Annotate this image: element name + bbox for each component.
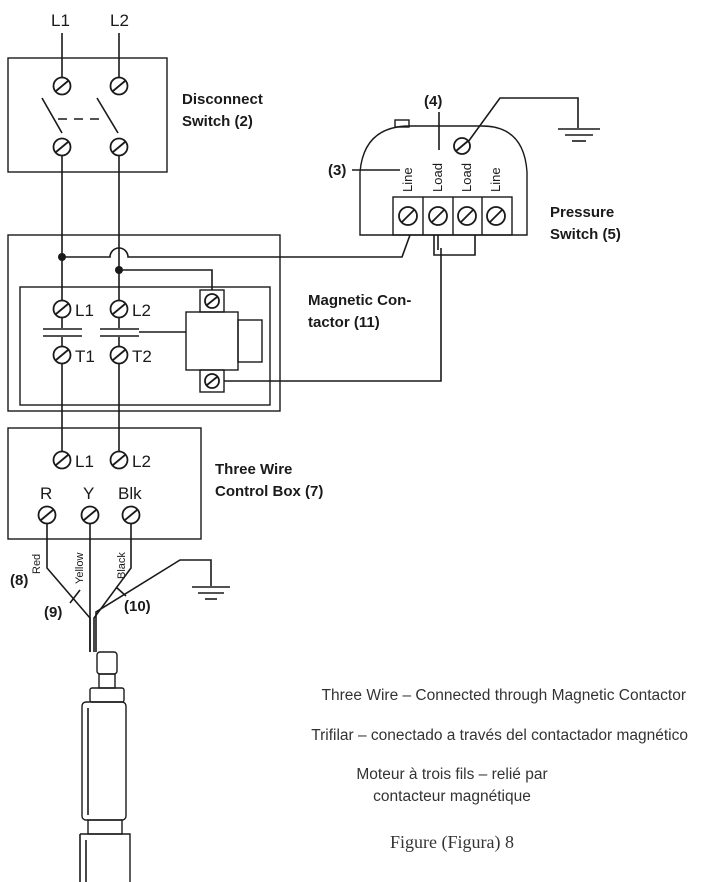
contactor-l1-label: L1 (75, 301, 94, 320)
callout-8: (8) (10, 572, 28, 589)
supply-l2-label: L2 (110, 11, 129, 30)
callout-4: (4) (424, 93, 442, 110)
pressure-ground-wire (467, 97, 579, 143)
disconnect-terminal-bottom-l2 (109, 137, 129, 157)
control-terminal-y (80, 505, 100, 525)
control-terminal-r (37, 505, 57, 525)
control-box-label-line1: Three Wire (215, 461, 292, 478)
control-box (7, 427, 202, 540)
wire-yellow-label: Yellow (74, 553, 86, 584)
motor-ground-wire (95, 559, 212, 652)
pressure-terminal-label-4: Line (488, 167, 503, 192)
pressure-terminal-label-2: Load (430, 163, 445, 192)
control-y-label: Y (83, 484, 94, 503)
wire-l2-to-coil (119, 269, 213, 290)
ground-symbol-pressure (558, 128, 600, 142)
contactor-t1-label: T1 (75, 347, 95, 366)
callout-3: (3) (328, 162, 346, 179)
pressure-terminal-label-3: Load (459, 163, 474, 192)
caption-french-line1: Moteur à trois fils – relié par (356, 766, 547, 783)
contactor-label-line1: Magnetic Con- (308, 292, 411, 309)
contactor-l2-label: L2 (132, 301, 151, 320)
wire-coil-to-pressure-load (224, 248, 442, 382)
control-terminal-l1 (52, 450, 72, 470)
contactor-terminal-l1 (52, 299, 72, 319)
disconnect-label-line2: Switch (2) (182, 113, 253, 130)
wire-red (46, 524, 91, 652)
coil-bottom-terminal (204, 373, 220, 389)
caption-spanish: Trifilar – conectado a través del contac… (311, 727, 688, 744)
wire-l1-to-pressure-line (62, 234, 411, 258)
contactor-terminal-t1 (52, 345, 72, 365)
control-terminal-blk (121, 505, 141, 525)
disconnect-label-line1: Disconnect (182, 91, 263, 108)
ground-symbol-motor (192, 586, 230, 600)
coil-top-terminal (204, 293, 220, 309)
disconnect-switch-box (7, 57, 168, 173)
disconnect-terminal-top-l1 (52, 76, 72, 96)
contactor-enclosure (7, 234, 281, 412)
control-l1-label: L1 (75, 452, 94, 471)
contactor-t2-label: T2 (132, 347, 152, 366)
disconnect-terminal-bottom-l1 (52, 137, 72, 157)
control-l2-label: L2 (132, 452, 151, 471)
control-blk-label: Blk (118, 484, 142, 503)
pressure-terminal-line-left (398, 206, 418, 226)
control-terminal-l2 (109, 450, 129, 470)
callout-9-leader (69, 589, 81, 604)
contactor-terminal-l2 (109, 299, 129, 319)
wire-black (93, 524, 132, 652)
contactor-label-line2: tactor (11) (308, 314, 380, 331)
pressure-terminal-load-1 (428, 206, 448, 226)
caption-french-line2: contacteur magnétique (373, 788, 531, 805)
callout-10: (10) (124, 598, 151, 615)
pressure-label-line2: Switch (5) (550, 226, 621, 243)
coil-body (185, 311, 239, 371)
pressure-switch-body (359, 125, 528, 236)
disconnect-blade-l1 (41, 97, 63, 134)
pressure-ground-screw (453, 137, 471, 155)
supply-l1-label: L1 (51, 11, 70, 30)
coil-core (237, 319, 263, 363)
contactor-inner-box (19, 286, 271, 406)
wire-black-label: Black (116, 552, 128, 579)
pressure-terminal-label-1: Line (400, 167, 415, 192)
disconnect-blade-l2 (96, 97, 119, 134)
callout-10-leader (115, 586, 127, 597)
figure-number: Figure (Figura) 8 (390, 832, 514, 853)
contactor-terminal-t2 (109, 345, 129, 365)
control-r-label: R (40, 484, 52, 503)
load-jumper (433, 235, 476, 256)
callout-9: (9) (44, 604, 62, 621)
pressure-label-line1: Pressure (550, 204, 614, 221)
control-box-label-line2: Control Box (7) (215, 483, 323, 500)
caption-english: Three Wire – Connected through Magnetic … (322, 687, 686, 704)
pressure-switch-adjuster (394, 119, 410, 128)
pressure-terminal-load-2 (457, 206, 477, 226)
wire-red-label: Red (31, 554, 43, 574)
pressure-terminal-line-right (486, 206, 506, 226)
submersible-pump (79, 651, 131, 882)
disconnect-terminal-top-l2 (109, 76, 129, 96)
